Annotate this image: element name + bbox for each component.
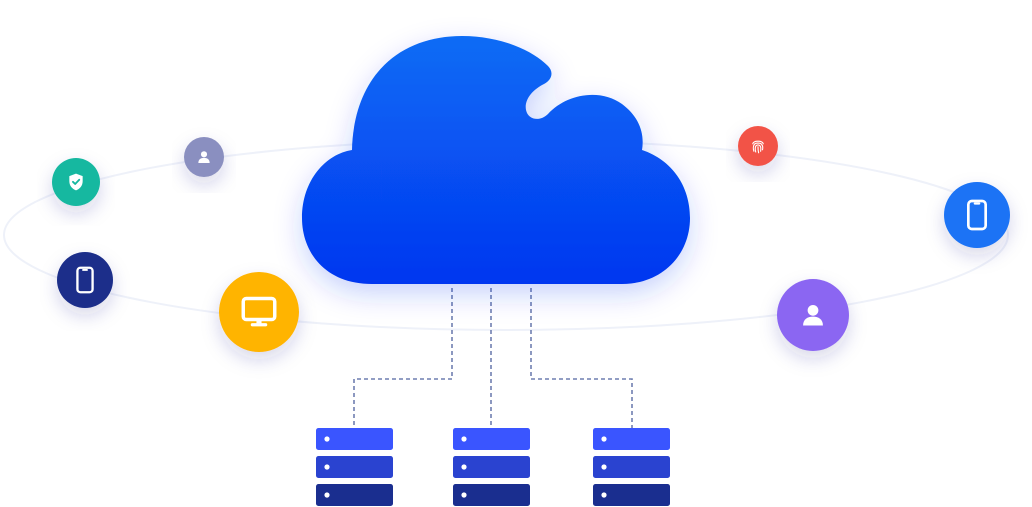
connector-lines: [353, 288, 633, 428]
server-led: [324, 436, 330, 442]
cloud-icon: [302, 36, 690, 284]
server-unit: [593, 428, 670, 450]
node-circle: [738, 126, 778, 166]
server-led: [324, 464, 330, 470]
shield-node: [52, 158, 100, 206]
server-led: [601, 436, 607, 442]
fingerprint-node: [738, 126, 778, 166]
server-unit: [453, 484, 530, 506]
node-circle: [57, 252, 113, 308]
user-node-large: [777, 279, 849, 351]
server-unit: [316, 456, 393, 478]
server-stack-center: [453, 428, 530, 506]
server-unit: [593, 456, 670, 478]
monitor-node: [219, 272, 299, 352]
server-unit: [453, 456, 530, 478]
connector-left: [353, 288, 453, 428]
server-stacks: [316, 428, 670, 506]
server-led: [601, 464, 607, 470]
device-nodes: [52, 126, 1010, 352]
server-unit: [316, 484, 393, 506]
phone-node-blue: [944, 182, 1010, 248]
server-led: [601, 492, 607, 498]
connector-right: [530, 288, 633, 428]
phone-node-dark: [57, 252, 113, 308]
server-unit: [453, 428, 530, 450]
server-unit: [593, 484, 670, 506]
server-unit: [316, 428, 393, 450]
server-led: [324, 492, 330, 498]
server-led: [461, 436, 467, 442]
server-led: [461, 464, 467, 470]
cloud-shape: [302, 36, 690, 284]
node-circle: [219, 272, 299, 352]
node-circle: [944, 182, 1010, 248]
server-stack-left: [316, 428, 393, 506]
server-stack-right: [593, 428, 670, 506]
server-led: [461, 492, 467, 498]
user-node-small: [184, 137, 224, 177]
